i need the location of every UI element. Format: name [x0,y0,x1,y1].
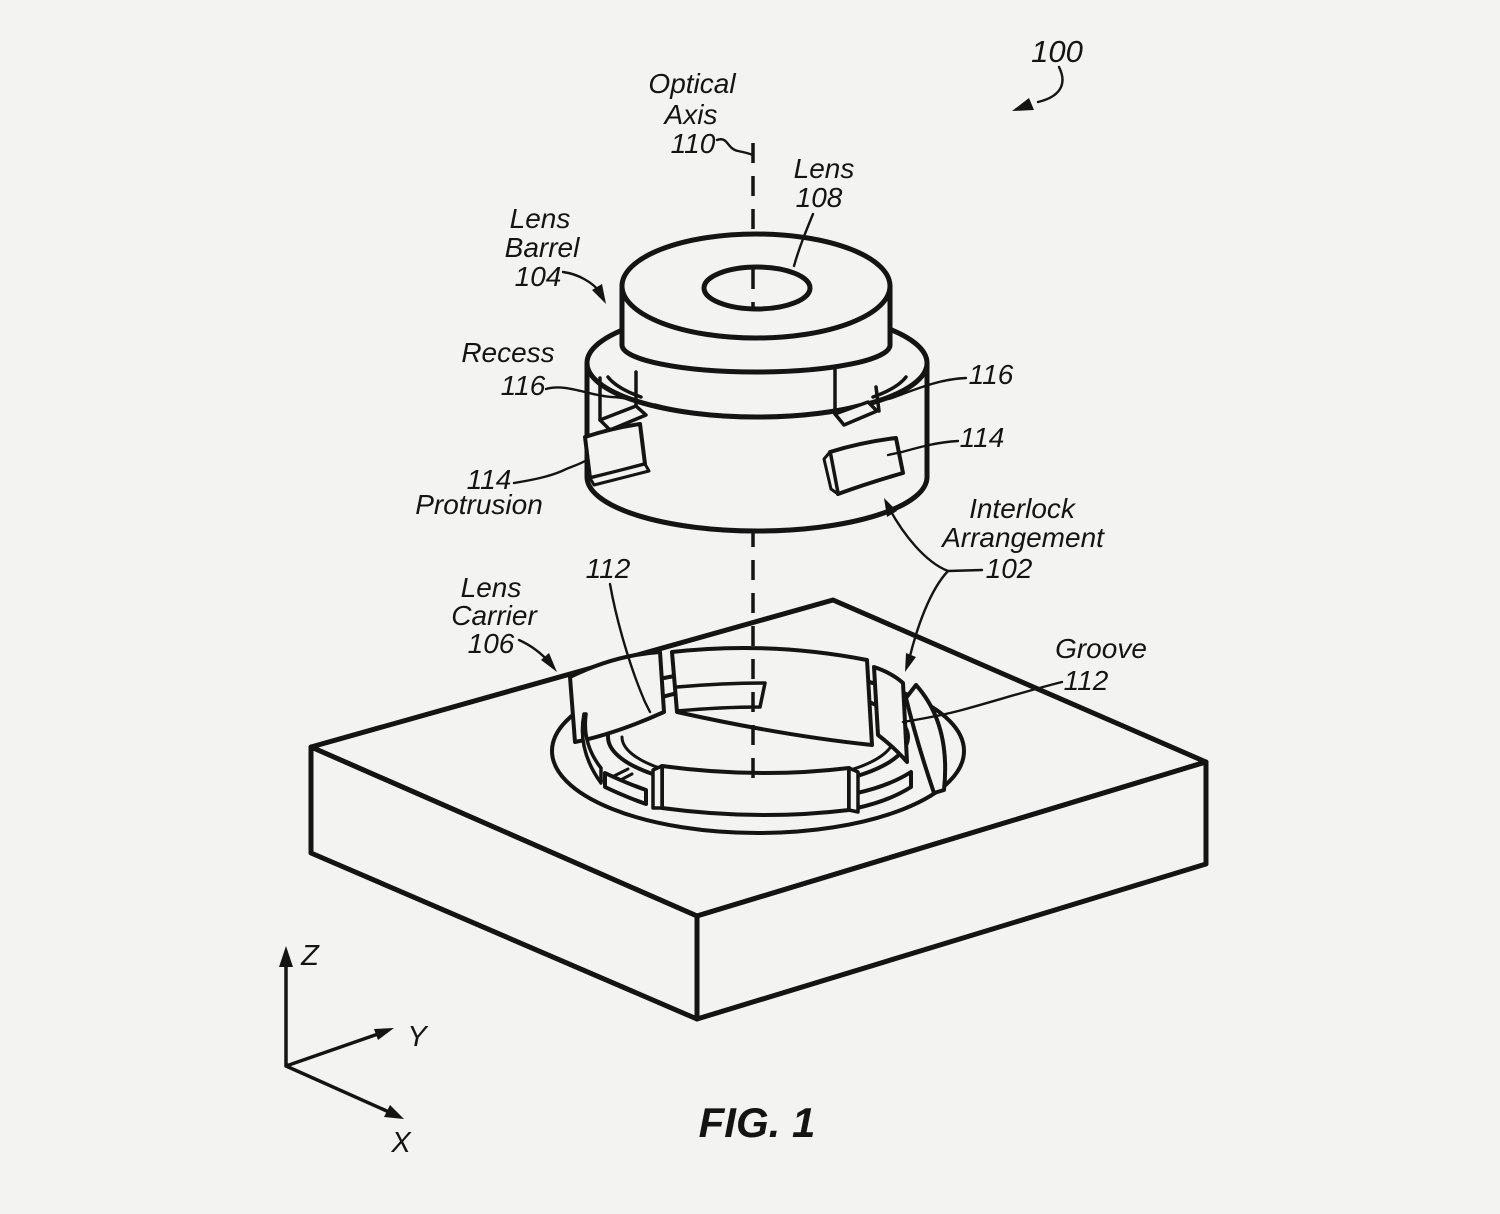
leader-ref-100 [1036,65,1064,104]
label-lens-line2: 108 [796,182,843,213]
leader-interlock-stem [946,568,984,573]
wall-front-band-right-face [847,766,860,814]
wall-front-band [660,764,851,818]
x-axis-arrowhead [384,1105,404,1119]
ref-100: 100 [1031,34,1083,69]
socket-ring [550,645,966,835]
barrel-sides-bottom [584,360,930,534]
leader-optical-axis [715,138,755,157]
wall-right [872,665,909,764]
label-lens-carrier-line1: Lens [461,572,522,603]
label-lens-barrel-line3: 104 [515,261,562,292]
leader-top-112 [608,582,652,714]
wall-back-left [568,650,666,744]
protrusion-right-face [828,436,905,496]
label-optical-axis-line2: Axis [663,99,718,130]
recess-left [598,370,648,432]
recess-right-edges [833,368,881,416]
x-axis-label: X [390,1127,412,1159]
leader-recess-116 [544,386,630,401]
leaders [512,65,1064,724]
label-interlock-line3: 102 [986,553,1033,584]
wall-front-left-stub [603,771,648,806]
protrusion-left [583,422,651,487]
block-right-face [694,759,1209,1022]
recess-right-floor [833,400,879,427]
z-axis-label: Z [300,940,320,972]
label-recess-line1: Recess [461,337,554,368]
label-lens-carrier-line3: 106 [468,628,515,659]
leader-protrusion-114 [512,459,587,485]
label-lens-barrel-line1: Lens [510,203,571,234]
leader-interlock-lower [907,569,950,662]
label-protrusion-line2: Protrusion [415,489,543,520]
leader-lens-carrier-arrowhead [541,653,557,672]
lens-barrel-drawing [583,231,930,534]
label-right-116: 116 [969,359,1014,390]
wall-front-right-stub [855,770,913,810]
leader-right-116 [862,376,968,405]
upper-cylinder-sides [619,283,893,348]
leader-right-114 [886,439,960,457]
label-interlock-line1: Interlock [969,493,1077,524]
label-lens-carrier-line2: Carrier [451,600,538,631]
leader-groove-112 [901,680,1064,724]
wall-front-band-left-face [651,764,664,810]
recess-left-floor [598,404,648,432]
label-right-114: 114 [960,422,1005,453]
label-lens-line1: Lens [794,153,855,184]
label-recess-line2: 116 [501,370,546,401]
leader-interlock-lower-arrowhead [905,653,916,672]
recess-right [833,368,881,427]
protrusion-right-side [822,450,840,496]
leader-interlock-upper-arrowhead [884,498,897,517]
protrusion-left-bottom [588,462,651,487]
figure-caption: FIG. 1 [699,1099,816,1146]
coordinate-axes: Z Y X [279,940,429,1159]
upper-cylinder-bottom-arc [619,342,893,375]
protrusion-right-shape [822,436,905,496]
leader-lens-barrel-arrowhead [592,284,606,304]
label-interlock-line2: Arrangement [940,522,1105,553]
label-groove-line1: Groove [1055,633,1147,664]
axis-lines [284,960,391,1114]
leader-ref-100-arrowhead [1012,98,1034,111]
label-optical-axis-line1: Optical [648,68,736,99]
leader-interlock-upper [887,506,950,573]
text-labels: 100 Optical Axis 110 Lens 108 Lens Barre… [415,34,1147,696]
label-protrusion-line1: 114 [467,464,512,495]
wall-back-center [670,645,874,747]
y-axis-arrowhead [374,1028,394,1040]
label-top-112: 112 [586,553,631,584]
lens-opening [701,264,813,312]
label-lens-barrel-line2: Barrel [505,232,580,263]
label-groove-line2: 112 [1064,665,1109,696]
rim-left-sliver [580,712,603,785]
y-axis-label: Y [407,1021,429,1053]
leader-lens-108 [792,212,815,268]
recess-left-edges [598,370,638,422]
label-optical-axis-line3: 110 [671,128,716,159]
z-axis-arrowhead [279,946,293,967]
